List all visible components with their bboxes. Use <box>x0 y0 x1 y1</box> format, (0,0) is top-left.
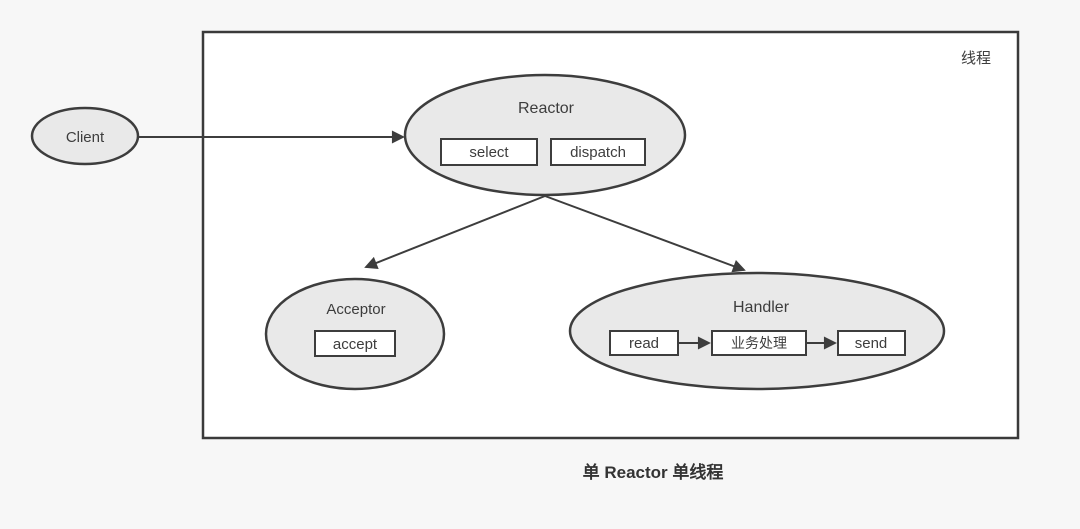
accept-box <box>314 330 396 357</box>
read-label: read <box>629 335 659 352</box>
acceptor-label: Acceptor <box>326 301 385 318</box>
reactor-to-acceptor-arrow <box>364 195 546 269</box>
send-label: send <box>855 335 888 352</box>
handler-node: Handler read 业务处理 send <box>568 271 946 391</box>
reactor-ellipse <box>403 73 687 197</box>
accept-label: accept <box>333 336 378 353</box>
select-box <box>440 138 538 166</box>
reactor-label: Reactor <box>518 100 575 117</box>
acceptor-node: Acceptor accept <box>264 277 446 391</box>
thread-boundary-label: 线程 <box>961 50 991 67</box>
process-label: 业务处理 <box>731 335 787 351</box>
read-box <box>609 330 679 356</box>
dispatch-label: dispatch <box>570 144 626 161</box>
client-label: Client <box>66 129 105 146</box>
diagram-caption: 单 Reactor 单线程 <box>583 462 724 482</box>
reactor-node: Reactor select dispatch <box>403 73 687 197</box>
handler-label: Handler <box>733 299 790 316</box>
send-box <box>837 330 906 356</box>
reactor-to-handler-arrow <box>544 195 746 273</box>
select-label: select <box>469 144 509 161</box>
dispatch-box <box>550 138 646 166</box>
process-box <box>711 330 807 356</box>
client-node: Client <box>30 106 140 166</box>
